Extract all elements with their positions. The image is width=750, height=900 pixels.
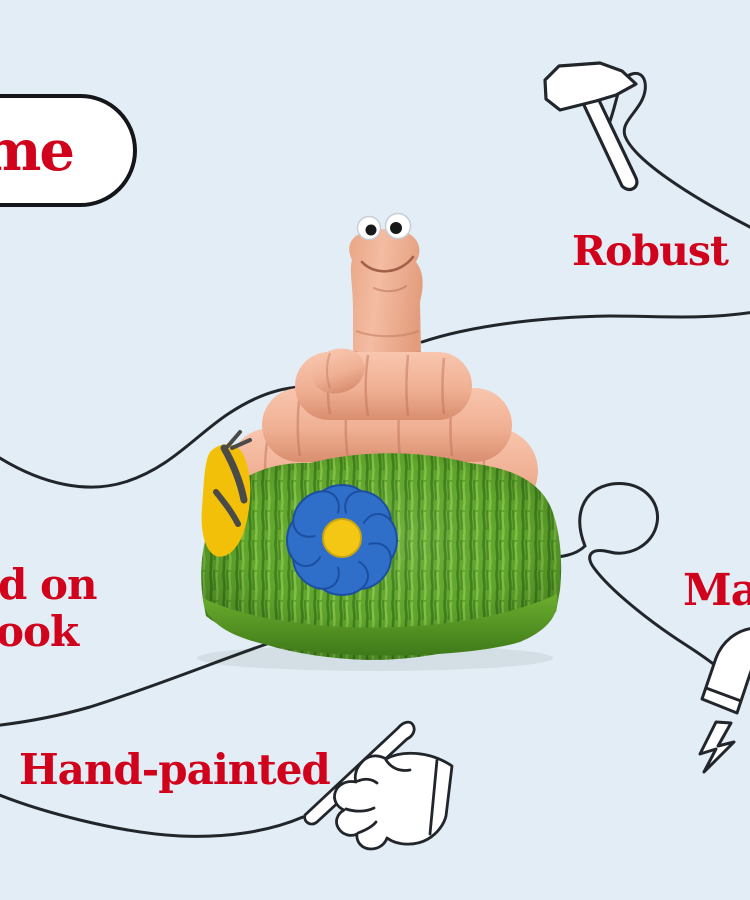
callout-line-handpainted-arc — [0, 793, 305, 838]
label-robust: Robust — [572, 227, 729, 275]
blue-flower — [286, 484, 398, 596]
speech-bubble: me — [0, 94, 137, 207]
magnet-icon — [700, 627, 750, 715]
bee — [201, 430, 252, 557]
label-magnetic: Mag — [683, 565, 750, 616]
callout-line-robust — [420, 71, 750, 344]
callout-line-book — [0, 385, 302, 489]
speech-bubble-text: me — [0, 117, 75, 184]
label-based-on-line2: ook — [0, 607, 79, 656]
hammer-icon — [543, 61, 639, 191]
worm-figurine-photo — [197, 212, 562, 671]
label-based-on-line1: d on — [0, 560, 98, 609]
label-hand-painted: Hand-painted — [19, 745, 331, 794]
callout-line-handpainted-upper — [0, 639, 278, 727]
callout-line-magnet — [542, 482, 724, 673]
hand-with-paintbrush-icon — [303, 720, 454, 851]
lightning-bolt-icon — [698, 720, 736, 774]
googly-eyes — [356, 212, 412, 241]
